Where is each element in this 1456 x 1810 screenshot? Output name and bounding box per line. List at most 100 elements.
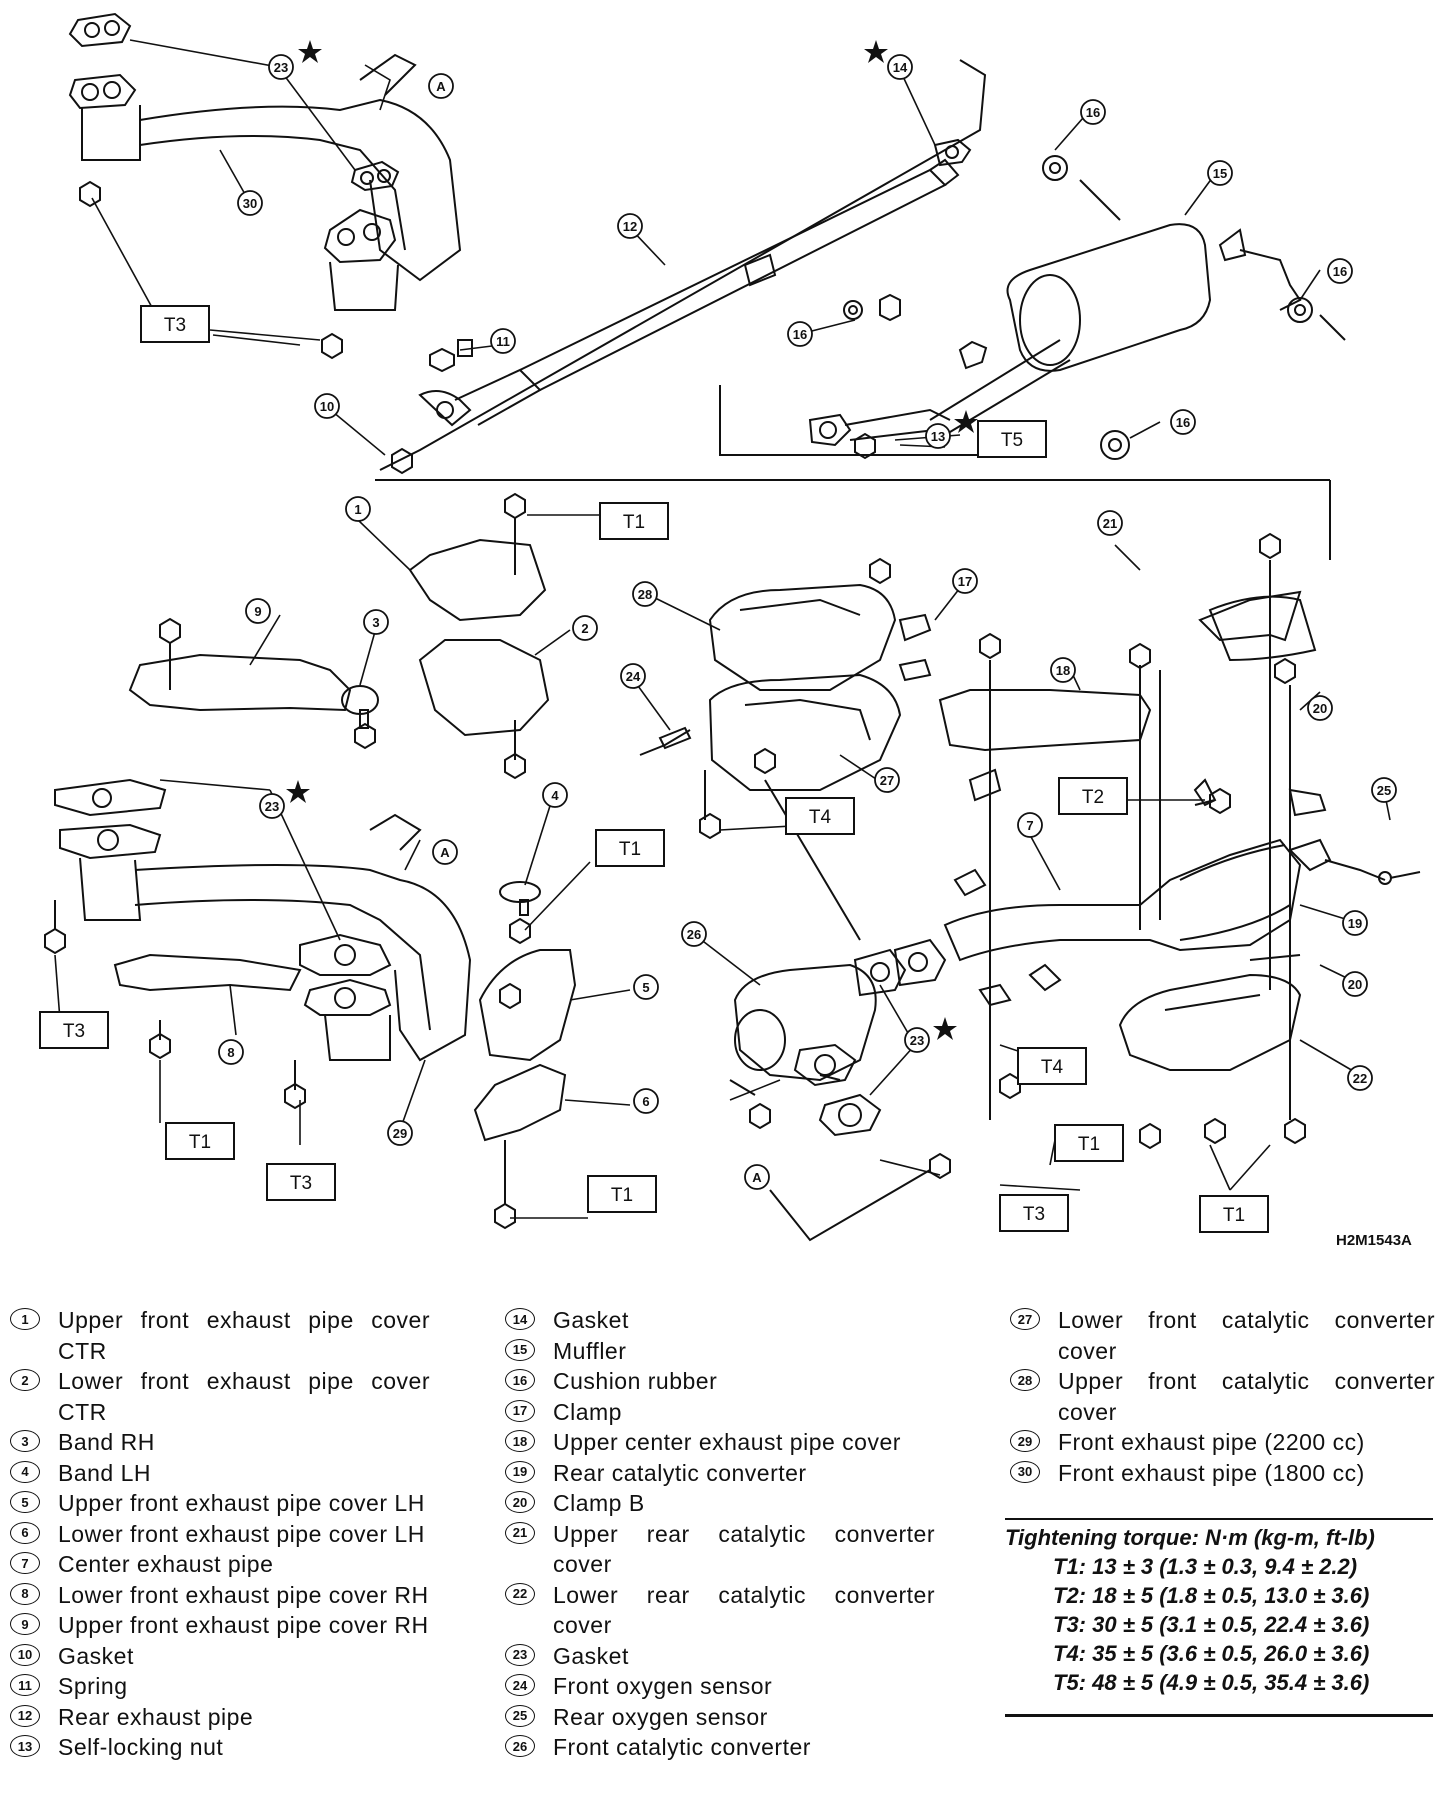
callout-label: 30 [243, 196, 257, 211]
callout-label: 19 [1348, 916, 1362, 931]
legend-number-circle: 1 [10, 1308, 40, 1330]
legend-number-circle: 11 [10, 1674, 40, 1696]
legend-number-circle: 2 [10, 1369, 40, 1391]
torque-row: T3: 30 ± 5 (3.1 ± 0.5, 22.4 ± 3.6) [1053, 1612, 1370, 1637]
legend-text: Gasket [58, 1642, 134, 1669]
torque-row: T4: 35 ± 5 (3.6 ± 0.5, 26.0 ± 3.6) [1053, 1641, 1370, 1666]
callout-label: 20 [1348, 977, 1362, 992]
legend-number-circle: 14 [505, 1308, 535, 1330]
callout-16c [1170, 409, 1196, 435]
legend-text: Clamp B [553, 1490, 645, 1516]
torque-box-t1: T1 [599, 502, 669, 540]
legend-number-circle: 20 [505, 1491, 535, 1513]
callout-2 [572, 615, 598, 641]
torque-heading: Tightening torque: N·m (kg-m, ft-lb) [1005, 1525, 1375, 1550]
legend-text: Cushion rubber [553, 1368, 718, 1394]
torque-box-label: T1 [1223, 1205, 1245, 1226]
torque-box-label: T3 [164, 315, 186, 336]
legend-text: Spring [58, 1673, 128, 1699]
torque-box-t1: T1 [1054, 1124, 1124, 1162]
callout-3 [363, 609, 389, 635]
torque-divider-bottom [1005, 1714, 1433, 1717]
callout-label: 14 [893, 60, 908, 75]
torque-spec-block: Tightening torque: N·m (kg-m, ft-lb) T1:… [1005, 1523, 1435, 1697]
legend-number-circle: 15 [505, 1338, 535, 1361]
callout-label: 16 [1333, 264, 1347, 279]
callout-label: 1 [354, 502, 361, 517]
legend-text: Upper rear catalytic converter cover [553, 1520, 935, 1578]
legend-text: Lower front exhaust pipe cover RH [58, 1581, 429, 1608]
callout-label: 11 [496, 334, 510, 349]
front-catalytic-converter-covers-illustration [639, 557, 932, 840]
callout-27 [874, 767, 900, 793]
legend-text: Gasket [553, 1307, 629, 1333]
torque-box-t1: T1 [1199, 1195, 1269, 1233]
star-icon [933, 1017, 957, 1040]
callout-a2 [432, 839, 458, 865]
torque-box-label: T1 [189, 1132, 211, 1153]
callout-21 [1097, 510, 1123, 536]
torque-box-t1: T1 [587, 1175, 657, 1213]
star-markers [286, 40, 978, 1040]
legend-text: Clamp [553, 1398, 622, 1425]
callout-label: 17 [958, 574, 972, 589]
callout-a1 [428, 73, 454, 99]
torque-box-t4: T4 [785, 797, 855, 835]
legend-number-circle: 23 [505, 1643, 535, 1666]
callout-1 [345, 496, 371, 522]
star-icon [286, 780, 310, 803]
legend-number-circle: 21 [505, 1521, 535, 1544]
callout-30 [237, 190, 263, 216]
callout-label: 8 [227, 1045, 234, 1060]
legend-text: Lower front exhaust pipe cover LH [58, 1520, 425, 1547]
legend-number-circle: 6 [10, 1521, 40, 1544]
legend-text: Gasket [553, 1642, 629, 1669]
legend-number-circle: 29 [1010, 1430, 1040, 1452]
callout-29 [387, 1120, 413, 1146]
torque-box-t3: T3 [999, 1194, 1069, 1232]
torque-box-t5: T5 [977, 420, 1047, 458]
torque-box-label: T3 [63, 1021, 85, 1042]
callout-label: 29 [393, 1126, 407, 1141]
callout-labels: 1 2 3 4 5 6 7 8 9 10 11 12 13 14 15 16 1… [227, 60, 1391, 1185]
legend-number-circle: 25 [505, 1704, 535, 1727]
callout-label: 22 [1353, 1071, 1367, 1086]
part-callouts [218, 54, 1397, 1190]
callout-label: 12 [623, 219, 637, 234]
callout-19 [1342, 910, 1368, 936]
legend-text: Upper center exhaust pipe cover [553, 1429, 901, 1455]
callout-label: 4 [551, 788, 559, 803]
legend-text: Band LH [58, 1459, 152, 1486]
torque-box-t3: T3 [39, 1011, 109, 1049]
legend-number-circle: 17 [505, 1399, 535, 1422]
torque-box-label: T4 [809, 807, 832, 828]
callout-22 [1347, 1065, 1373, 1091]
torque-row: T5: 48 ± 5 (4.9 ± 0.5, 35.4 ± 3.6) [1053, 1670, 1370, 1695]
torque-box-t1: T1 [165, 1122, 235, 1160]
legend-text: Rear catalytic converter [553, 1459, 807, 1486]
leader-lines [54, 39, 1391, 1219]
callout-label: 16 [1086, 105, 1100, 120]
lh-exhaust-pipe-covers-illustration [473, 881, 577, 1230]
callout-label: 26 [687, 927, 701, 942]
callout-26 [681, 921, 707, 947]
torque-box-label: T2 [1082, 787, 1104, 808]
star-icon [954, 410, 978, 433]
torque-box-t3: T3 [140, 305, 210, 343]
legend-text: Upper front catalytic converter cover [1058, 1368, 1435, 1425]
callout-label: 24 [626, 669, 641, 684]
